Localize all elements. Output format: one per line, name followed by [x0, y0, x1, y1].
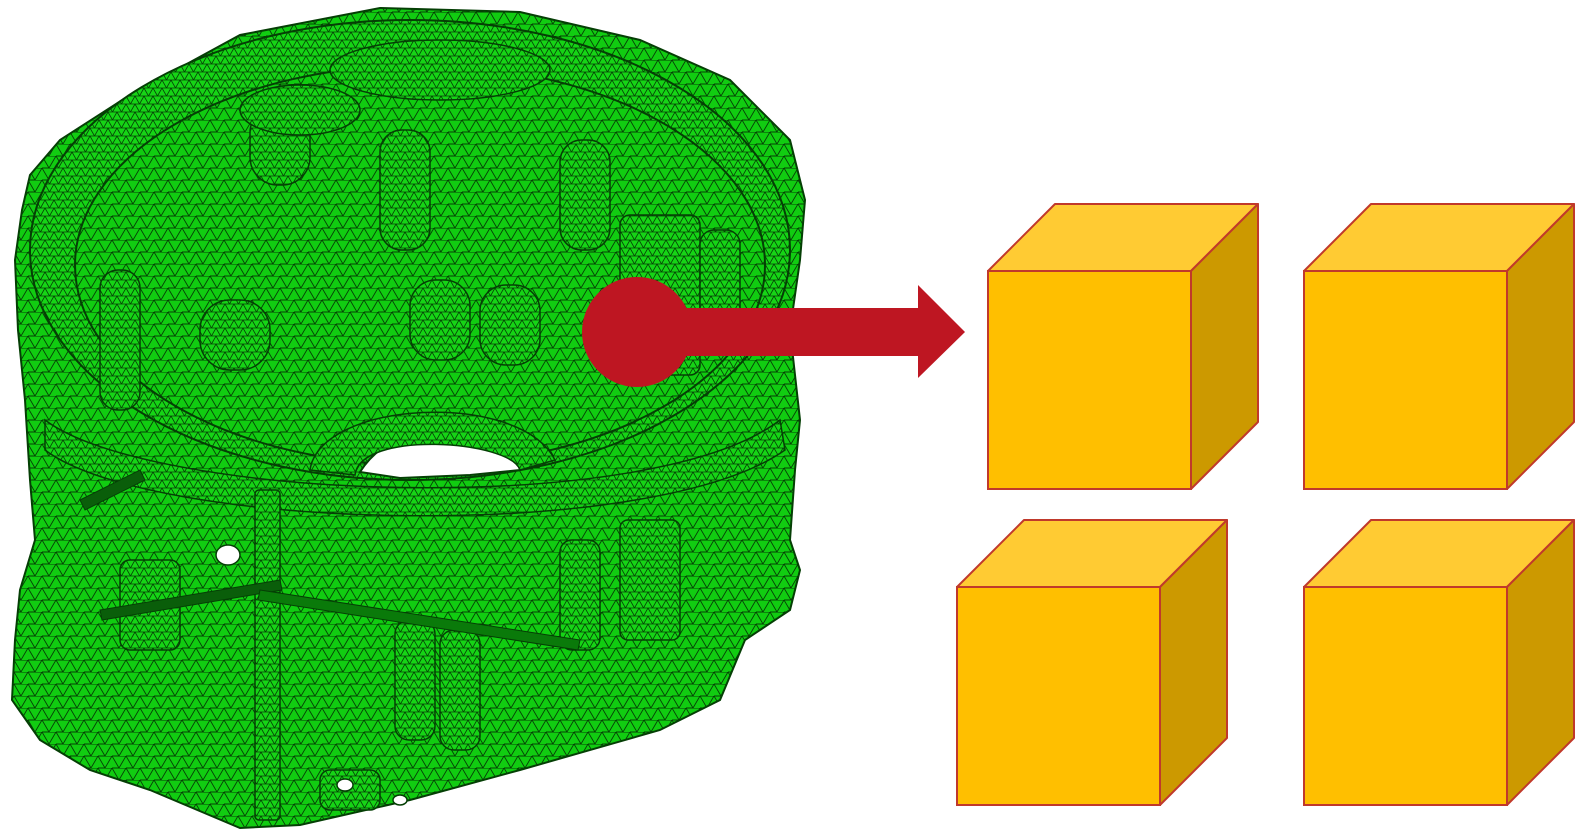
mesh-inner-features	[99, 39, 741, 411]
cube	[956, 519, 1228, 806]
cube	[1303, 203, 1575, 490]
mesh-strut	[257, 589, 581, 651]
mesh-lower-rim	[44, 418, 786, 517]
cube-front-face	[1303, 270, 1508, 490]
mesh-casting	[10, 6, 807, 830]
mesh-opening-collar	[309, 411, 557, 476]
mesh-hole	[336, 778, 354, 792]
cube-front-face	[956, 586, 1161, 806]
cube-front-face	[987, 270, 1192, 490]
mesh-strut	[79, 469, 146, 511]
arrow-head	[918, 285, 965, 378]
mesh-hole	[392, 794, 408, 806]
cube	[1303, 519, 1575, 806]
mesh-strut	[99, 579, 283, 621]
arrow-pin-circle	[582, 277, 692, 387]
mesh-hole	[215, 544, 241, 566]
cube-front-face	[1303, 586, 1508, 806]
pin-arrow	[582, 277, 965, 387]
cube	[987, 203, 1259, 490]
cube-grid	[956, 203, 1575, 806]
